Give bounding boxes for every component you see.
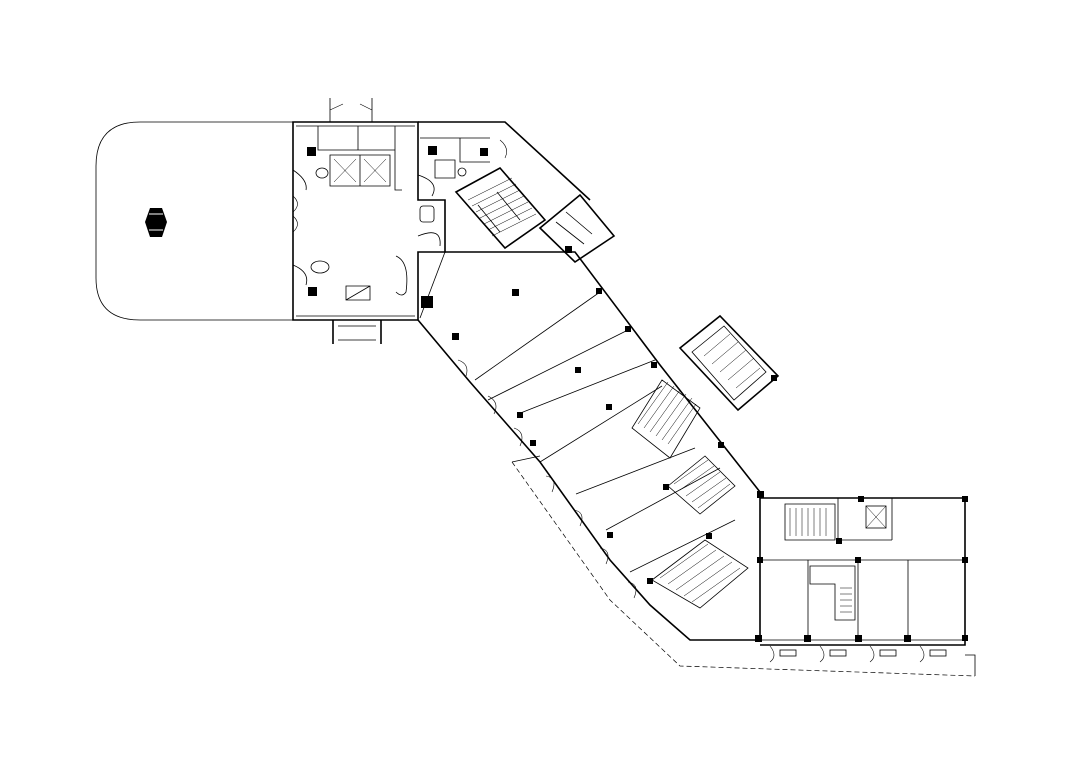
stair-core-top xyxy=(454,166,547,250)
wing-columns xyxy=(421,288,764,584)
service-box-upper xyxy=(538,193,616,264)
stair-core-detached xyxy=(678,314,780,412)
service-cluster xyxy=(418,121,591,201)
block-columns xyxy=(755,496,968,642)
main-diagonal-wing xyxy=(417,251,761,641)
lobby-columns xyxy=(307,146,437,296)
escalator-group xyxy=(631,379,749,609)
lower-right-block xyxy=(759,492,976,676)
plaza-outline xyxy=(95,121,293,321)
dashed-boundary xyxy=(511,455,976,677)
plaza-feature-icon xyxy=(145,208,167,237)
